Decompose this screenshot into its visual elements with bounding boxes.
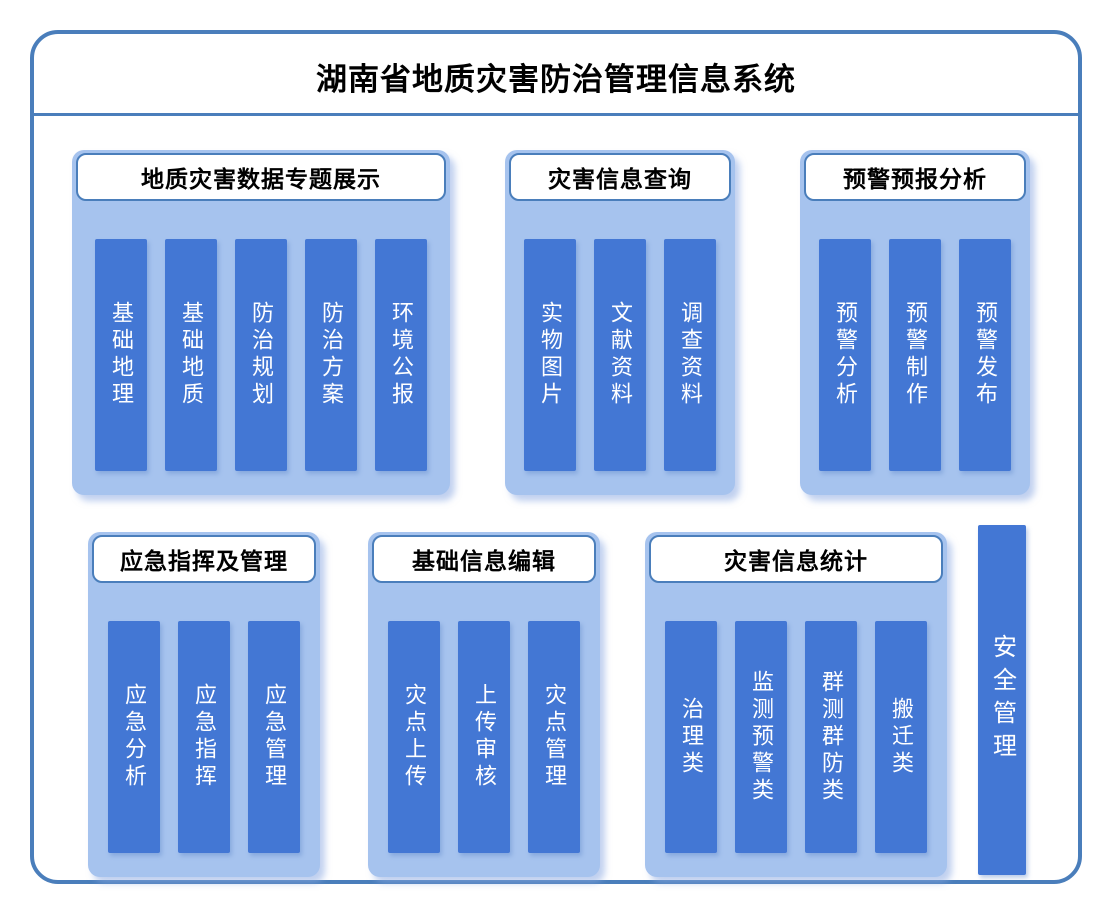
group-warning-forecast-analysis-title: 预警预报分析 bbox=[804, 153, 1026, 201]
page-title: 湖南省地质灾害防治管理信息系统 bbox=[316, 62, 796, 97]
diagram-frame: 湖南省地质灾害防治管理信息系统 地质灾害数据专题展示 基础地理 基础地质 防治规… bbox=[30, 30, 1082, 884]
module-bar-physical-photos: 实物图片 bbox=[524, 239, 576, 471]
group-disaster-info-query-title: 灾害信息查询 bbox=[509, 153, 731, 201]
group-thematic-display-title: 地质灾害数据专题展示 bbox=[76, 153, 446, 201]
module-bar-monitoring-warning-category: 监测预警类 bbox=[735, 621, 787, 853]
group-basic-info-edit-bars: 灾点上传 上传审核 灾点管理 bbox=[368, 621, 600, 853]
title-divider bbox=[34, 113, 1078, 116]
module-bar-warning-production: 预警制作 bbox=[889, 239, 941, 471]
module-bar-basic-geology: 基础地质 bbox=[165, 239, 217, 471]
group-emergency-command-title: 应急指挥及管理 bbox=[92, 535, 316, 583]
module-bar-literature-materials: 文献资料 bbox=[594, 239, 646, 471]
module-bar-warning-release: 预警发布 bbox=[959, 239, 1011, 471]
module-bar-basic-geography: 基础地理 bbox=[95, 239, 147, 471]
group-emergency-command-bars: 应急分析 应急指挥 应急管理 bbox=[88, 621, 320, 853]
module-bar-emergency-direction: 应急指挥 bbox=[178, 621, 230, 853]
module-bar-emergency-management: 应急管理 bbox=[248, 621, 300, 853]
group-disaster-info-statistics-bars: 治理类 监测预警类 群测群防类 搬迁类 bbox=[645, 621, 947, 853]
module-bar-emergency-analysis: 应急分析 bbox=[108, 621, 160, 853]
module-bar-upload-review: 上传审核 bbox=[458, 621, 510, 853]
module-bar-survey-materials: 调查资料 bbox=[664, 239, 716, 471]
group-warning-forecast-analysis-bars: 预警分析 预警制作 预警发布 bbox=[800, 239, 1030, 471]
group-disaster-info-query-bars: 实物图片 文献资料 调查资料 bbox=[505, 239, 735, 471]
module-bar-relocation-category: 搬迁类 bbox=[875, 621, 927, 853]
module-bar-mass-monitoring-category: 群测群防类 bbox=[805, 621, 857, 853]
group-thematic-display-bars: 基础地理 基础地质 防治规划 防治方案 环境公报 bbox=[72, 239, 450, 471]
module-bar-site-management: 灾点管理 bbox=[528, 621, 580, 853]
module-bar-site-upload: 灾点上传 bbox=[388, 621, 440, 853]
group-disaster-info-statistics: 灾害信息统计 治理类 监测预警类 群测群防类 搬迁类 bbox=[645, 532, 947, 877]
group-disaster-info-query: 灾害信息查询 实物图片 文献资料 调查资料 bbox=[505, 150, 735, 495]
group-warning-forecast-analysis: 预警预报分析 预警分析 预警制作 预警发布 bbox=[800, 150, 1030, 495]
module-bar-security-management: 安全管理 bbox=[978, 525, 1026, 875]
group-emergency-command: 应急指挥及管理 应急分析 应急指挥 应急管理 bbox=[88, 532, 320, 877]
group-disaster-info-statistics-title: 灾害信息统计 bbox=[649, 535, 943, 583]
module-bar-environment-bulletin: 环境公报 bbox=[375, 239, 427, 471]
group-thematic-display: 地质灾害数据专题展示 基础地理 基础地质 防治规划 防治方案 环境公报 bbox=[72, 150, 450, 495]
module-bar-governance-category: 治理类 bbox=[665, 621, 717, 853]
group-basic-info-edit: 基础信息编辑 灾点上传 上传审核 灾点管理 bbox=[368, 532, 600, 877]
module-bar-warning-analysis: 预警分析 bbox=[819, 239, 871, 471]
module-bar-prevention-planning: 防治规划 bbox=[235, 239, 287, 471]
group-basic-info-edit-title: 基础信息编辑 bbox=[372, 535, 596, 583]
module-bar-prevention-scheme: 防治方案 bbox=[305, 239, 357, 471]
